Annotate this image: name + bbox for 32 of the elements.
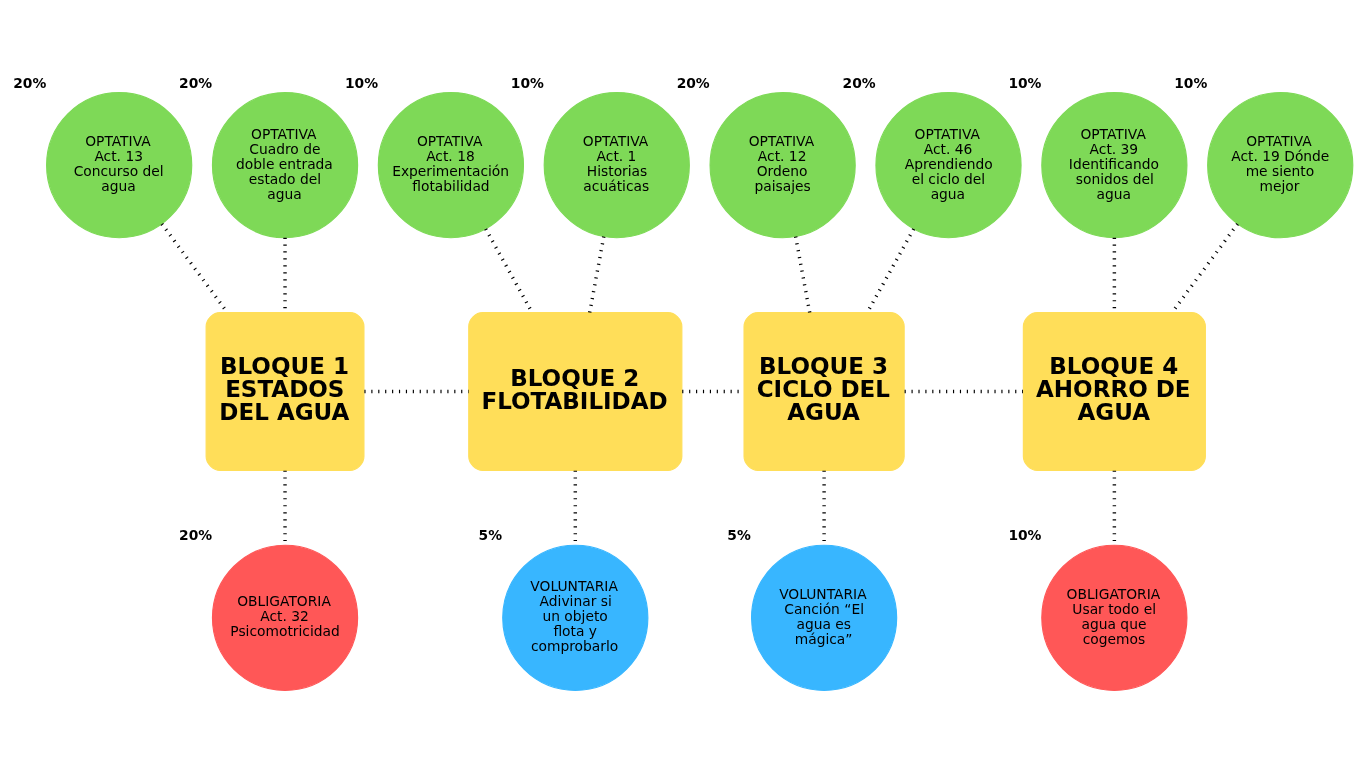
node-box: BLOQUE 2 FLOTABILIDAD <box>468 312 683 471</box>
node-circle: OBLIGATORIA Usar todo el agua que cogemos <box>1041 544 1188 691</box>
node-circle: OPTATIVA Act. 18 Experimentación flotabilidad <box>377 92 525 239</box>
node-circle: OPTATIVA Act. 19 Dónde me siento mejor <box>1207 92 1354 239</box>
node-label: 10% <box>1008 74 1042 91</box>
node-label: 10% <box>510 74 544 91</box>
connector <box>793 236 812 313</box>
node-box: BLOQUE 4 AHORRO DE AGUA <box>1022 312 1206 471</box>
connector <box>588 236 606 313</box>
node-circle: OPTATIVA Act. 1 Historias acuáticas <box>543 92 690 239</box>
node-label: 20% <box>842 74 876 91</box>
node-label: 20% <box>179 527 213 544</box>
node-label: 5% <box>727 527 751 544</box>
node-circle: OPTATIVA Cuadro de doble entrada estado del agua <box>211 92 359 239</box>
node-label: 10% <box>1008 527 1042 544</box>
node-circle: OPTATIVA Act. 13 Concurso del agua <box>46 92 193 239</box>
connector <box>904 389 1023 394</box>
node-circle: OPTATIVA Act. 46 Aprendiendo el ciclo del agua <box>875 92 1022 239</box>
node-box: BLOQUE 1 ESTADOS DEL AGUA <box>205 312 365 471</box>
node-circle: OPTATIVA Act. 39 Identificando sonidos del agua <box>1041 92 1188 239</box>
node-label: 10% <box>1174 74 1208 91</box>
node-circle: VOLUNTARIA Adivinar si un objeto flota y comprobarlo <box>502 544 649 691</box>
node-circle: VOLUNTARIA Canción “El agua es mágica” <box>750 544 898 691</box>
node-label: 20% <box>676 74 710 91</box>
connector <box>364 389 469 394</box>
node-circle: OPTATIVA Act. 12 Ordeno paisajes <box>709 92 856 239</box>
node-label: 20% <box>13 74 47 91</box>
node-label: 5% <box>478 527 502 544</box>
node-circle: OBLIGATORIA Act. 32 Psicomotricidad <box>211 544 359 691</box>
node-label: 20% <box>179 74 213 91</box>
node-label: 10% <box>344 74 378 91</box>
node-box: BLOQUE 3 CICLO DEL AGUA <box>743 312 905 471</box>
